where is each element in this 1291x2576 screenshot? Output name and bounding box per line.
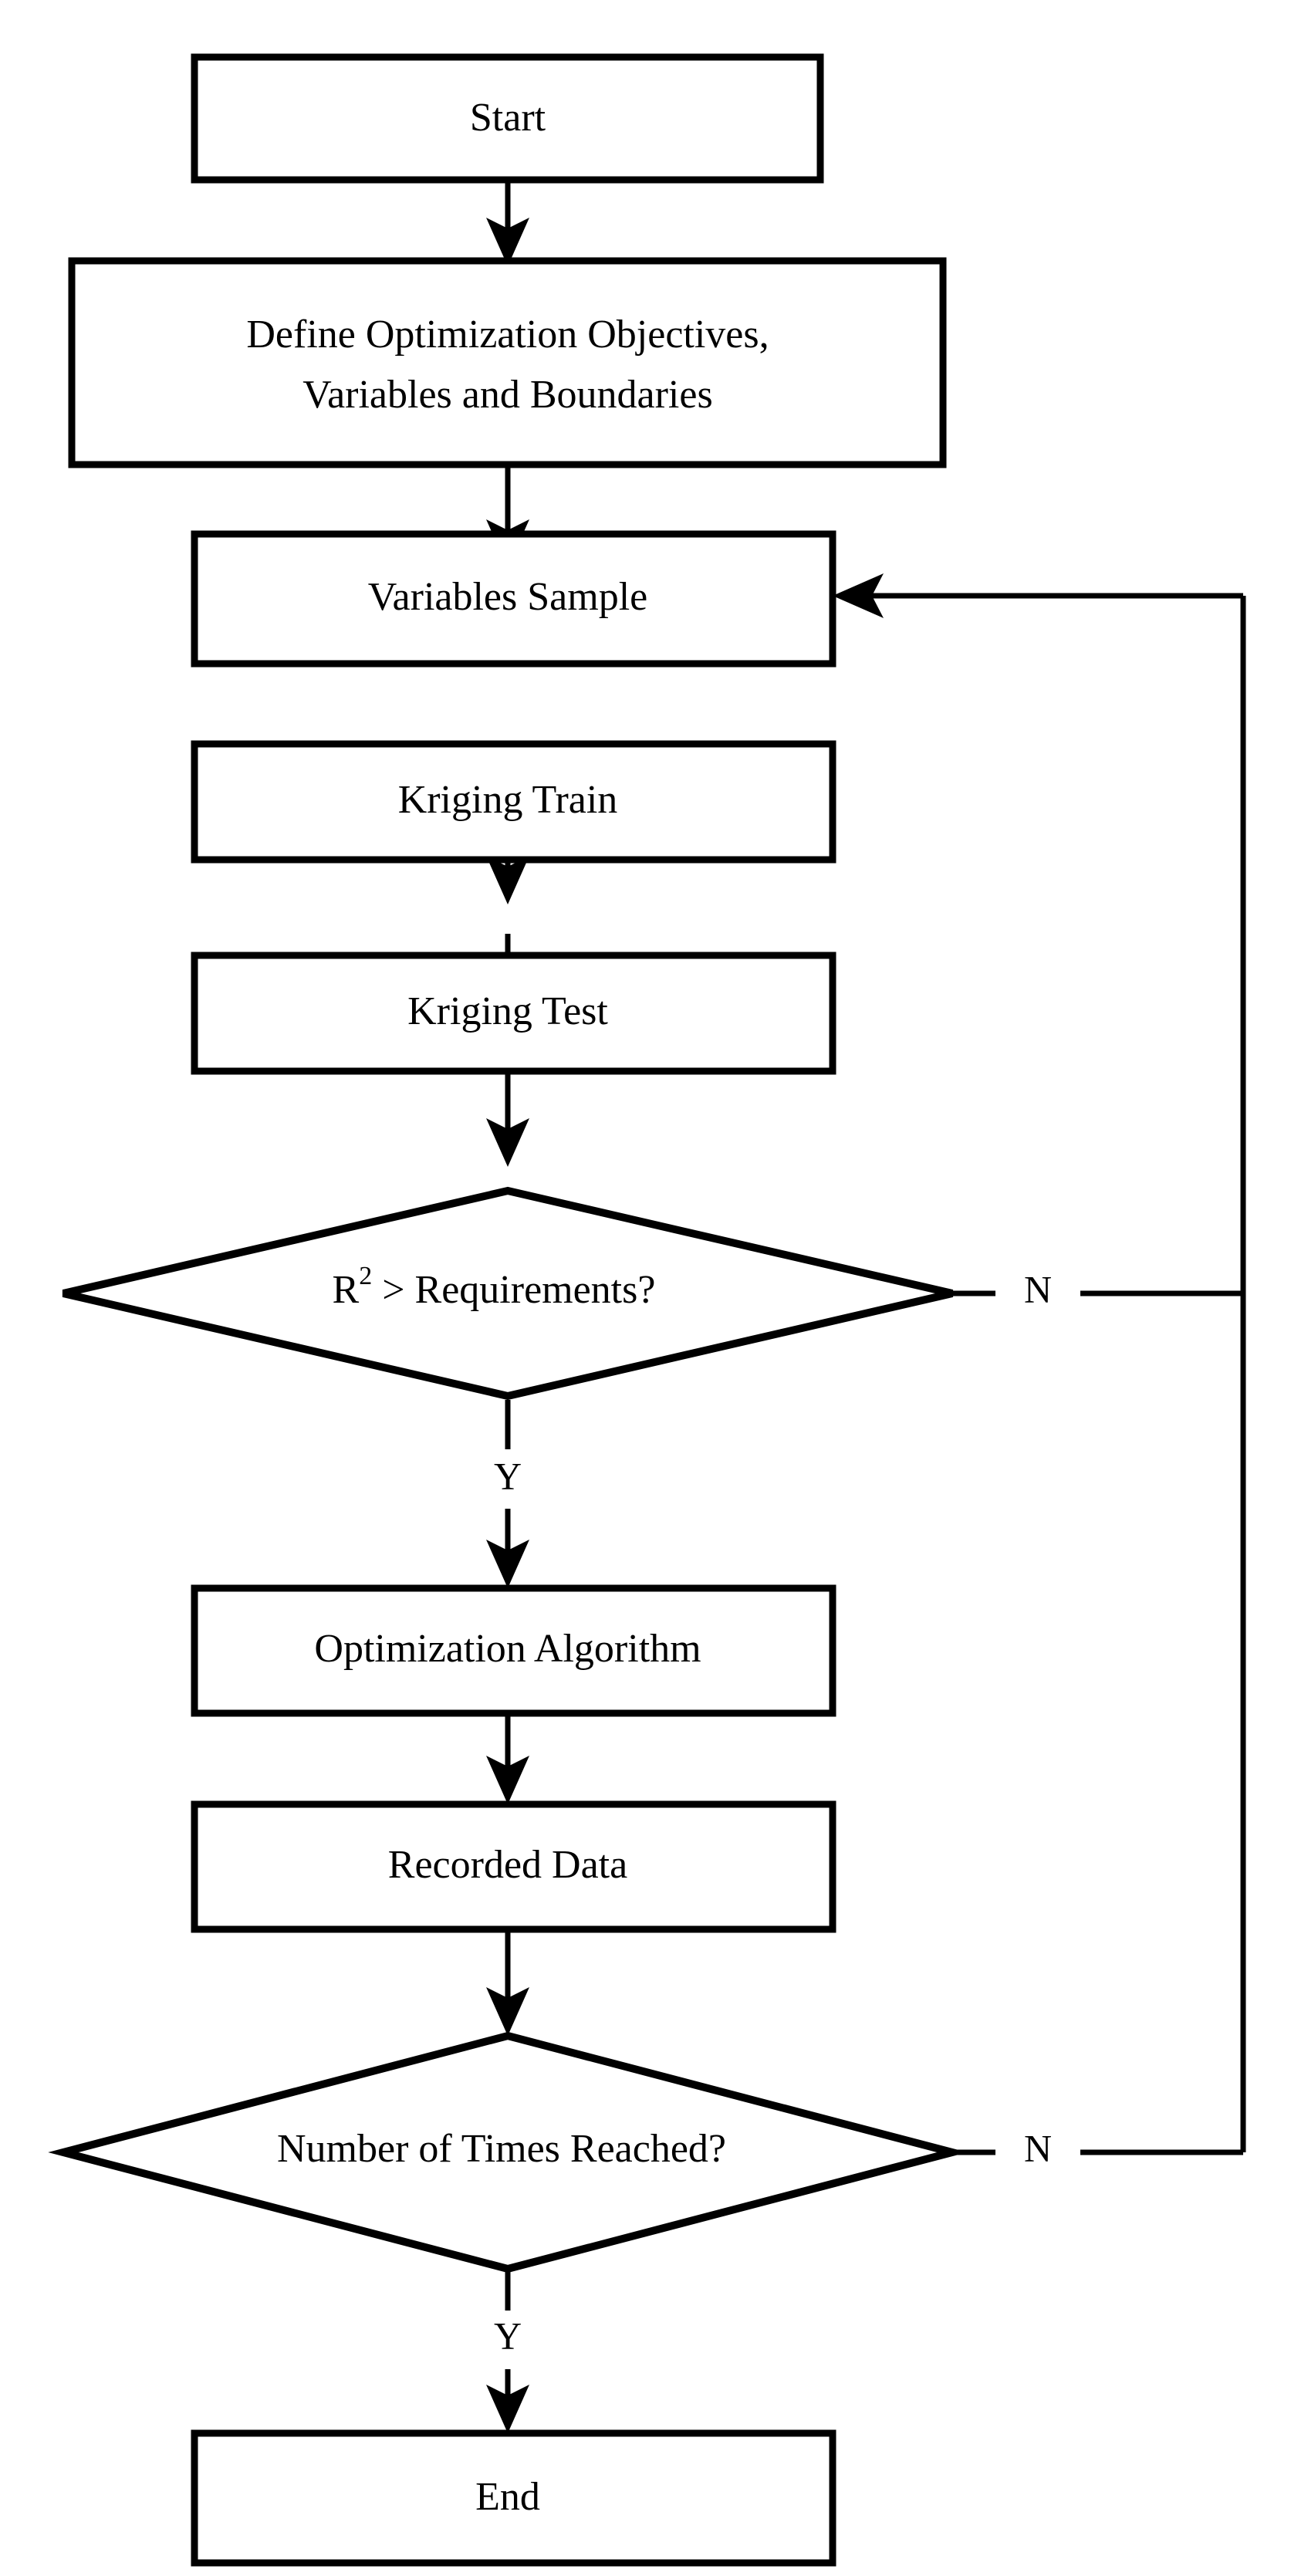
node-kriging-train-label: Kriging Train [398, 778, 618, 822]
edge-recorded-data-to-times-check [486, 1929, 529, 2036]
edge-label-r2-no: N [1024, 1267, 1052, 1310]
node-variables-sample[interactable]: Variables Sample [191, 530, 836, 668]
node-kriging-test[interactable]: Kriging Test [191, 952, 836, 1075]
node-r2-requirements-check-label: R2 > Requirements? [333, 1262, 656, 1312]
r2-suffix: > Requirements? [372, 1268, 655, 1312]
node-recorded-data[interactable]: Recorded Data [191, 1800, 836, 1933]
edge-r2-no-feedback [833, 573, 1246, 1296]
node-optimization-algorithm-label: Optimization Algorithm [314, 1627, 701, 1671]
node-start[interactable]: Start [191, 53, 824, 184]
node-recorded-data-label: Recorded Data [388, 1843, 627, 1887]
node-r2-requirements-check[interactable]: R2 > Requirements? [62, 1186, 954, 1401]
edge-label-times-yes: Y [494, 2314, 522, 2357]
edge-start-to-define [486, 180, 529, 266]
edge-r2-yes-to-optimization-algorithm [486, 1400, 529, 1588]
node-define-optimization[interactable]: Define Optimization Objectives, Variable… [68, 257, 947, 468]
r2-superscript: 2 [359, 1262, 372, 1290]
node-define-optimization-label-line1: Define Optimization Objectives, [246, 313, 769, 357]
edge-label-r2-yes: Y [494, 1454, 522, 1497]
node-times-reached-check[interactable]: Number of Times Reached? [48, 2031, 968, 2273]
node-end-label: End [475, 2475, 540, 2519]
node-kriging-test-label: Kriging Test [407, 989, 608, 1033]
edge-label-times-no: N [1024, 2126, 1052, 2169]
node-variables-sample-label: Variables Sample [368, 575, 647, 619]
edge-times-yes-to-end [486, 2269, 529, 2433]
node-end[interactable]: End [191, 2429, 836, 2567]
node-times-reached-check-label: Number of Times Reached? [277, 2127, 726, 2171]
node-kriging-train[interactable]: Kriging Train [191, 740, 836, 864]
edge-times-no-feedback [952, 1293, 1246, 2155]
r2-base: R [333, 1268, 360, 1312]
node-start-label: Start [470, 96, 546, 140]
node-define-optimization-label-line2: Variables and Boundaries [302, 373, 712, 417]
node-optimization-algorithm[interactable]: Optimization Algorithm [191, 1584, 836, 1717]
edge-optimization-algorithm-to-recorded-data [486, 1713, 529, 1804]
